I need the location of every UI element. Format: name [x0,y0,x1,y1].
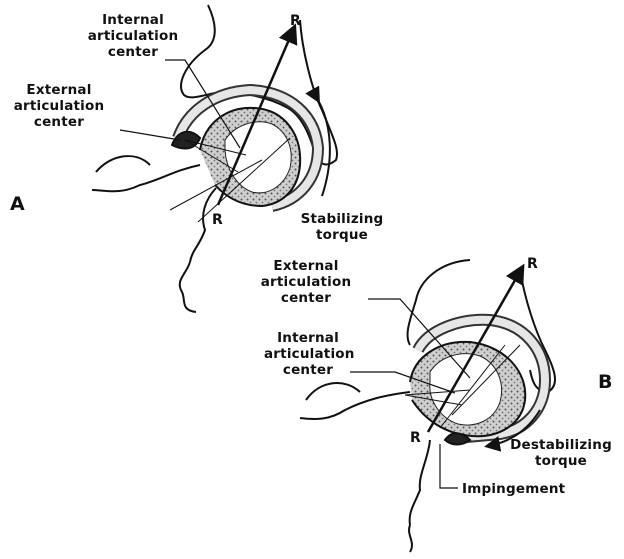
panel-b-force-bottom-label: R [410,430,421,446]
panel-b-impingement-label: Impingement [462,481,565,497]
panel-a-torque-label: Stabilizing torque [292,211,392,243]
panel-a-external-label: External articulation center [4,82,114,130]
panel-a-femur [92,156,216,262]
panel-b-internal-label: Internal articulation center [264,330,352,378]
panel-b-letter: B [598,374,613,390]
panel-a-internal-label: Internal articulation center [78,12,188,60]
panel-a-force-bottom-label: R [212,212,223,228]
panel-b-torque-label: Destabilizing torque [502,437,620,469]
panel-a-external-leader [120,130,180,140]
panel-a-force-top-label: R [290,13,301,29]
panel-b-femur [300,383,430,525]
panel-a-letter: A [10,196,25,212]
panel-b-external-label: External articulation center [250,258,362,306]
panel-b-force-top-label: R [527,256,538,272]
panel-b-impingement-leader [440,444,458,488]
